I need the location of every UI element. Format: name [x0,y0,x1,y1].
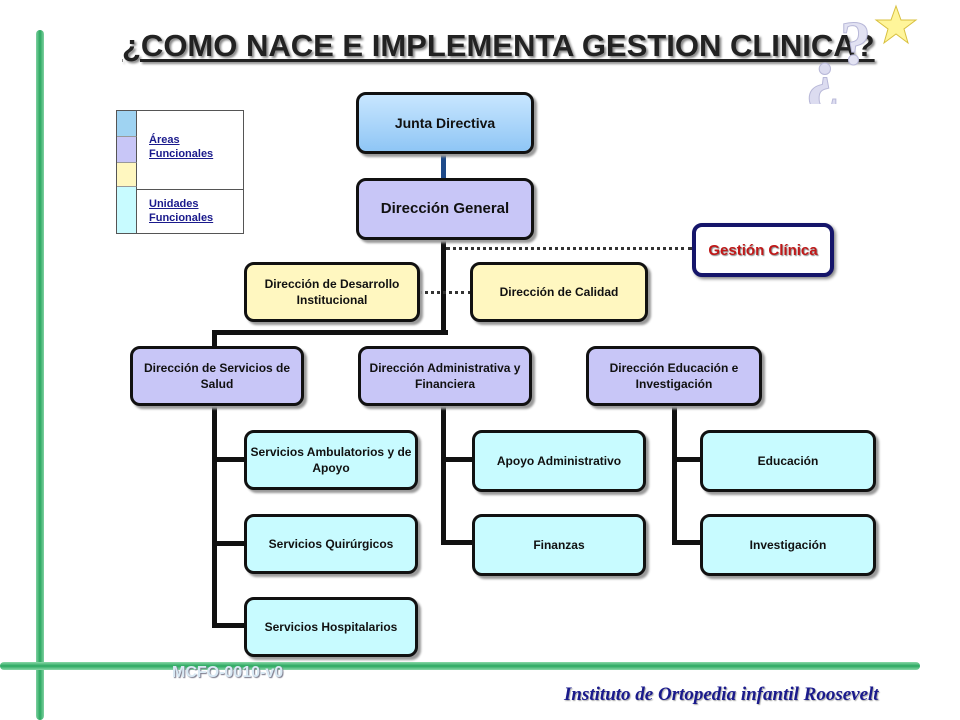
org-box-apoyo-administrativo: Apoyo Administrativo [472,430,646,492]
connector-horizontal-main [212,330,448,335]
connector-junta-general [441,152,446,180]
legend-swatch-lavender [117,137,137,163]
legend: Áreas Funcionales Unidades Funcionales [116,110,244,234]
org-box-junta-directiva: Junta Directiva [356,92,534,154]
connector-educacion-trunk [672,405,677,545]
gestion-clinica-box: Gestión Clínica [692,223,834,277]
bottom-frame-bar [0,662,920,670]
org-box-desarrollo-institucional: Dirección de Desarrollo Institucional [244,262,420,322]
dotted-link-desarrollo-calidad [418,291,472,294]
legend-unidades-label: Unidades Funcionales [149,198,214,225]
org-box-administrativa-financiera: Dirección Administrativa y Financiera [358,346,532,406]
svg-text:¿: ¿ [805,35,840,104]
org-box-investigacion: Investigación [700,514,876,576]
connector-educacion [672,457,702,462]
org-box-finanzas: Finanzas [472,514,646,576]
legend-swatch-cream [117,163,137,187]
institution-name: Instituto de Ortopedia infantil Roosevel… [564,684,879,705]
connector-quirurgicos [212,541,246,546]
connector-finanzas [441,540,473,545]
org-box-servicios-ambulatorios: Servicios Ambulatorios y de Apoyo [244,430,418,490]
org-box-direccion-calidad: Dirección de Calidad [470,262,648,322]
left-frame-bar [36,30,44,720]
connector-salud-trunk [212,405,217,627]
connector-apoyo [441,457,473,462]
connector-admin-trunk [441,405,446,545]
question-star-icon: ¿ ? [805,4,918,104]
legend-swatch-blue [117,111,137,137]
org-box-educacion: Educación [700,430,876,492]
connector-hospitalarios [212,623,246,628]
svg-text:?: ? [840,10,871,78]
connector-general-trunk [441,238,446,334]
dotted-link-gestion [446,247,692,250]
org-box-servicios-salud: Dirección de Servicios de Salud [130,346,304,406]
org-box-direccion-general: Dirección General [356,178,534,240]
legend-areas-label: Áreas Funcionales [149,134,214,161]
legend-swatch-cyan [117,187,137,233]
connector-ambulatorios [212,457,246,462]
org-box-servicios-quirurgicos: Servicios Quirúrgicos [244,514,418,574]
connector-investigacion [672,540,702,545]
document-code: MCFO-0010-v0 [172,664,284,681]
org-box-servicios-hospitalarios: Servicios Hospitalarios [244,597,418,657]
org-box-educacion-investigacion-dir: Dirección Educación e Investigación [586,346,762,406]
slide-title: ¿COMO NACE E IMPLEMENTA GESTION CLINICA? [122,28,875,63]
connector-to-salud [212,330,217,348]
